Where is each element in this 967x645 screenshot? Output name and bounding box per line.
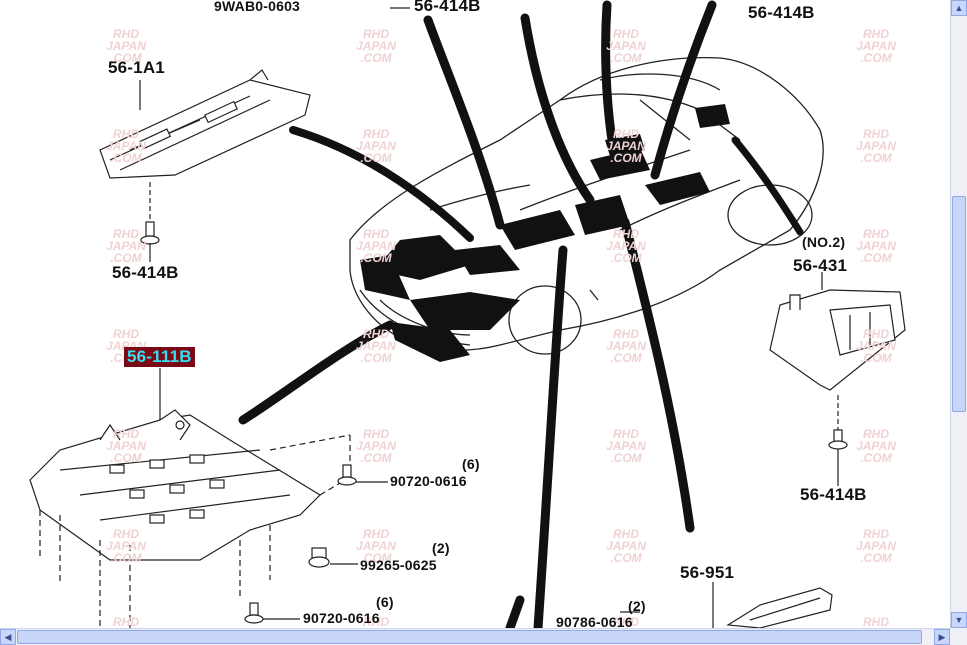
watermark: RHD [613,615,639,628]
bolt-a [140,221,160,258]
arrow-right-icon[interactable]: ▶ [934,629,950,645]
label-56-1a1[interactable]: 56-1A1 [108,58,165,77]
vertical-scroll-thumb[interactable] [952,196,966,412]
horizontal-scrollbar[interactable]: ◀ ▶ [0,628,950,645]
arrow-down-icon[interactable]: ▼ [951,612,967,628]
qty-2b: (2) [628,598,646,614]
label-no2: (NO.2) [802,234,846,250]
scrollbar-corner [950,628,967,645]
qty-6a: (6) [462,456,480,472]
arrow-up-icon[interactable]: ▲ [951,0,967,16]
label-top-ref[interactable]: 9WAB0-0603 [214,0,301,14]
watermark: RHD [863,615,889,628]
part-56-431 [769,289,906,391]
leader-strokes [238,0,804,628]
label-90786-0616[interactable]: 90786-0616 [556,614,633,628]
small-fasteners [159,368,388,624]
dashed-lines-c [39,434,351,628]
watermark: RHD [113,615,139,628]
label-56-951[interactable]: 56-951 [680,563,735,582]
horizontal-scroll-thumb[interactable] [17,630,922,644]
label-56-414b-right[interactable]: 56-414B [748,3,815,22]
label-56-111b[interactable]: 56-111B [124,347,195,367]
label-56-431[interactable]: 56-431 [793,256,848,275]
parts-diagram [29,0,906,628]
qty-2a: (2) [432,540,450,556]
label-90720-0616-a[interactable]: 90720-0616 [390,473,467,489]
label-56-414b-lowright[interactable]: 56-414B [800,485,867,504]
label-90720-0616-b[interactable]: 90720-0616 [303,610,380,626]
bolt-b [828,429,848,462]
label-56-414b-top[interactable]: 56-414B [414,0,481,15]
qty-6b: (6) [376,594,394,610]
part-56-111b [29,409,321,561]
label-99265-0625[interactable]: 99265-0625 [360,557,437,573]
arrow-left-icon[interactable]: ◀ [0,629,16,645]
watermark: RHD [363,615,389,628]
leader-lines [139,7,839,628]
vertical-scrollbar[interactable]: ▲ ▼ [950,0,967,628]
part-56-951 [726,587,833,628]
label-56-414b-left[interactable]: 56-414B [112,263,179,282]
part-56-1a1 [99,69,311,179]
underbody-panels [360,104,730,362]
